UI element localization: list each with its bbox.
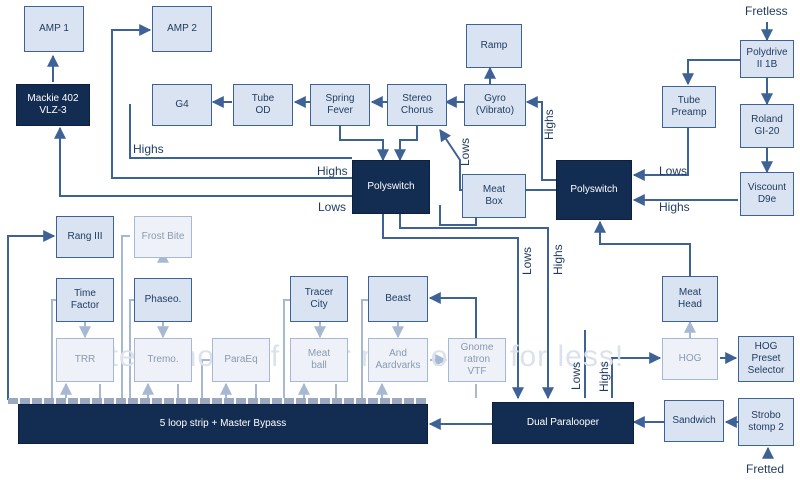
lows-vertical-bottom-label: Lows [569, 361, 583, 390]
loop-strip-box: 5 loop strip + Master Bypass [18, 404, 428, 444]
frost-bite-box: Frost Bite [134, 216, 192, 258]
lows-right-label: Lows [659, 164, 688, 178]
polyswitch-left: Polyswitch [352, 160, 430, 214]
highs-g4-label: Highs [133, 142, 164, 156]
spring-fever-box: Spring Fever [310, 84, 370, 126]
amp2-box: AMP 2 [152, 6, 212, 52]
fretted-label: Fretted [746, 462, 785, 476]
viscount-box: Viscount D9e [740, 172, 794, 216]
tube-od-box: Tube OD [233, 84, 293, 126]
beast-box: Beast [368, 276, 428, 322]
paraeq-box: ParaEq [212, 338, 270, 382]
time-factor-box: Time Factor [56, 278, 114, 322]
ramp-box: Ramp [466, 24, 522, 68]
tube-preamp-box: Tube Preamp [662, 86, 716, 128]
tremo-box: Tremo. [134, 338, 192, 382]
highs-vertical-bottom-label: Highs [597, 361, 611, 392]
g4-box: G4 [152, 84, 212, 126]
amp1-box: AMP 1 [24, 6, 84, 52]
meat-ball-box: Meat ball [290, 338, 348, 382]
mackie-box: Mackie 402 VLZ-3 [16, 84, 90, 126]
tracer-city-box: Tracer City [290, 276, 348, 322]
highs-polyswitch-left-label: Highs [317, 164, 348, 178]
hog-preset-box: HOG Preset Selector [738, 336, 794, 382]
gyro-box: Gyro (Vibrato) [464, 84, 526, 126]
highs-vertical-gyro-label: Highs [542, 109, 556, 140]
and-aardvarks-box: And Aardvarks [368, 338, 428, 382]
strobo-box: Strobo stomp 2 [738, 398, 794, 446]
fretless-label: Fretless [745, 4, 788, 18]
highs-right-label: Highs [659, 200, 690, 214]
meat-head-box: Meat Head [662, 276, 718, 322]
sandwich-box: Sandwich [664, 400, 724, 442]
stereo-chorus-box: Stereo Chorus [387, 84, 447, 126]
phaseo-box: Phaseo. [134, 278, 192, 322]
gnome-box: Gnome ratron VTF [448, 338, 506, 382]
loop-strip-ticks [8, 398, 426, 404]
dual-paralooper-box: Dual Paralooper [492, 402, 634, 444]
lows-vertical-meatbox-label: Lows [458, 137, 472, 166]
rang-box: Rang III [56, 216, 114, 258]
polyswitch-right: Polyswitch [556, 160, 632, 220]
meat-box: Meat Box [462, 174, 526, 218]
hog-box: HOG [662, 338, 718, 380]
roland-box: Roland GI-20 [740, 104, 794, 148]
polydrive-box: Polydrive II 1B [740, 40, 794, 78]
lows-polyswitch-left-label: Lows [318, 200, 347, 214]
lows-vertical-mid-label: Lows [520, 246, 534, 275]
highs-vertical-mid-label: Highs [551, 244, 565, 275]
trr-box: TRR [56, 338, 114, 382]
